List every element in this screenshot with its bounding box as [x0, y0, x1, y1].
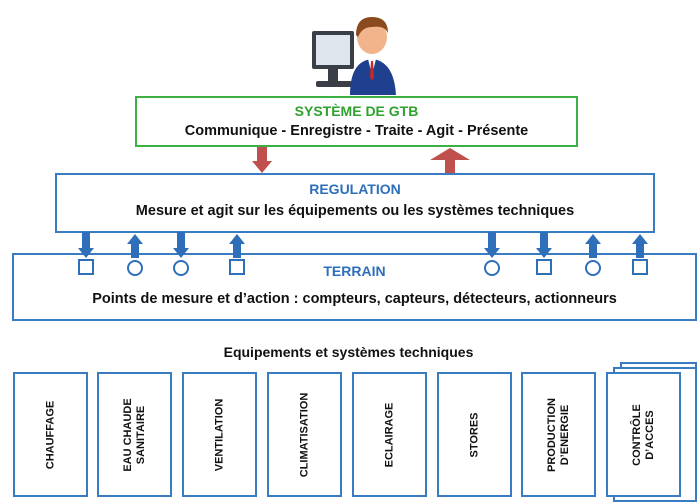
down-arrow-icon [252, 147, 272, 173]
terrain-title: TERRAIN [323, 263, 386, 279]
up-arrow-icon [229, 234, 245, 258]
actuator-square-icon [536, 259, 552, 275]
terrain-subtitle: Points de mesure et d’action : compteurs… [92, 291, 617, 307]
up-arrow-icon [430, 148, 470, 174]
equipment-eau-chaude-sanitaire: EAU CHAUDE SANITAIRE [97, 372, 172, 497]
equipment-label: CHAUFFAGE [44, 400, 56, 469]
equipment-label: EAU CHAUDE SANITAIRE [121, 397, 147, 472]
sensor-circle-icon [484, 260, 500, 276]
equipment-chauffage: CHAUFFAGE [13, 372, 88, 497]
regulation-box: REGULATION Mesure et agit sur les équipe… [55, 173, 655, 233]
equipment-controle-acces: CONTRÔLE D’ACCES [606, 372, 681, 497]
equipment-ventilation: VENTILATION [182, 372, 257, 497]
down-arrow-icon [484, 232, 500, 258]
regulation-terrain-arrows [78, 232, 648, 276]
sensor-circle-icon [585, 260, 601, 276]
actuator-square-icon [229, 259, 245, 275]
equipment-stores: STORES [437, 372, 512, 497]
up-arrow-icon [632, 234, 648, 258]
down-arrow-icon [536, 232, 552, 258]
equipment-label: CLIMATISATION [298, 392, 310, 477]
sensor-circle-icon [173, 260, 189, 276]
gtb-title: SYSTÈME DE GTB [294, 103, 419, 119]
regulation-title: REGULATION [309, 181, 401, 197]
gtb-subtitle: Communique - Enregistre - Traite - Agit … [184, 123, 529, 139]
equipment-climatisation: CLIMATISATION [267, 372, 342, 497]
down-arrow-icon [173, 232, 189, 258]
up-arrow-icon [585, 234, 601, 258]
gtb-regulation-arrows [252, 147, 470, 174]
sensor-circle-icon [127, 260, 143, 276]
equipements-title: Equipements et systèmes techniques [223, 344, 474, 360]
equipment-label: VENTILATION [213, 398, 225, 471]
equipment-label: ECLAIRAGE [383, 402, 395, 467]
actuator-square-icon [78, 259, 94, 275]
down-arrow-icon [78, 232, 94, 258]
equipment-eclairage: ECLAIRAGE [352, 372, 427, 497]
equipment-label: CONTRÔLE D’ACCES [630, 403, 656, 466]
equipment-label: STORES [468, 411, 480, 458]
actuator-square-icon [632, 259, 648, 275]
equipment-label: PRODUCTION D’ENERGIE [545, 397, 571, 472]
terrain-box: TERRAIN Points de mesure et d’action : c… [12, 253, 697, 321]
user-at-computer-icon [312, 17, 396, 95]
gtb-box: SYSTÈME DE GTB Communique - Enregistre -… [135, 96, 578, 147]
up-arrow-icon [127, 234, 143, 258]
equipment-production-energie: PRODUCTION D’ENERGIE [521, 372, 596, 497]
regulation-subtitle: Mesure et agit sur les équipements ou le… [135, 203, 575, 219]
